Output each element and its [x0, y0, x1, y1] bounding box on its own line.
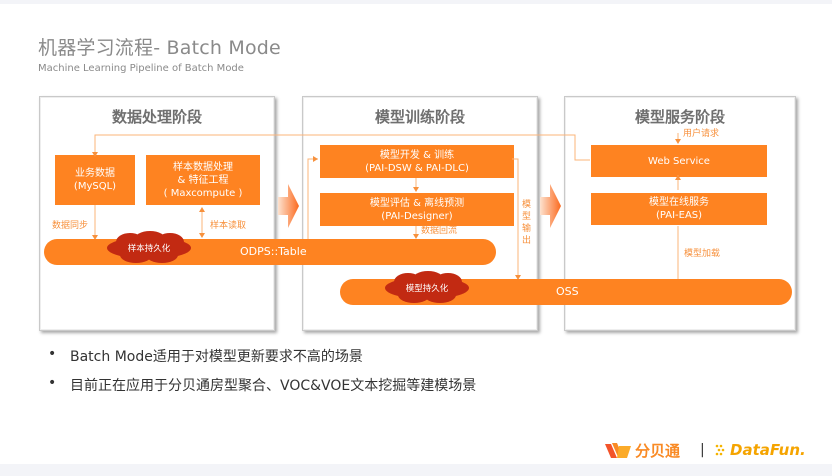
model-development-box: 模型开发 & 训练 (PAI-DSW & PAI-DLC)	[320, 145, 514, 178]
model-output-char: 型	[522, 212, 532, 222]
box-line: (PAI-EAS)	[655, 210, 703, 221]
stage-title: 模型服务阶段	[634, 108, 725, 126]
model-output-char: 出	[522, 236, 532, 246]
stage-title: 模型训练阶段	[374, 108, 465, 126]
box-line: 模型开发 & 训练	[379, 149, 455, 161]
business-data-box: 业务数据 (MySQL)	[55, 155, 135, 205]
box-line: Web Service	[648, 155, 710, 167]
model-output-char: 输	[522, 224, 532, 234]
sample-read-label: 样本读取	[210, 221, 247, 231]
box-line: (PAI-Designer)	[381, 210, 453, 222]
model-evaluation-box: 模型评估 & 离线预测 (PAI-Designer)	[320, 193, 514, 226]
sample-persistence-label: 样本持久化	[127, 244, 171, 254]
bullet-text: Batch Mode适用于对模型更新要求不高的场景	[70, 349, 363, 365]
model-persistence-cloud: 模型持久化	[378, 271, 476, 305]
box-line: (MySQL)	[73, 181, 117, 192]
cloud-icon	[107, 231, 191, 263]
feature-engineering-box: 样本数据处理 & 特征工程 ( Maxcompute )	[146, 155, 260, 205]
box-line: & 特征工程	[177, 174, 229, 186]
page-subtitle: Machine Learning Pipeline of Batch Mode	[38, 63, 244, 74]
web-service-box: Web Service	[591, 145, 767, 177]
bullet-icon: •	[48, 346, 57, 362]
stage-data-processing-panel: 数据处理阶段 业务数据 (MySQL) 样本数据处理 & 特征工程 ( Maxc…	[39, 96, 275, 331]
oss-label: OSS	[556, 285, 579, 298]
box-line: (PAI-DSW & PAI-DLC)	[365, 162, 469, 174]
box-line: 模型评估 & 离线预测	[369, 197, 465, 209]
fenbeitong-logo-text: 分贝通	[635, 441, 681, 460]
box-line: 业务数据	[75, 168, 115, 179]
box-line: 样本数据处理	[173, 161, 233, 173]
box-line: 模型在线服务	[649, 197, 709, 208]
user-request-label: 用户请求	[683, 129, 720, 139]
model-load-label: 模型加载	[684, 249, 721, 259]
data-backflow-label: 数据回流	[421, 226, 458, 236]
cloud-icon	[385, 271, 469, 303]
data-sync-label: 数据同步	[52, 221, 89, 231]
page-title: 机器学习流程- Batch Mode	[38, 37, 281, 59]
box-line: ( Maxcompute )	[163, 187, 243, 199]
stage-title: 数据处理阶段	[111, 108, 202, 126]
bullet-text: 目前正在应用于分贝通房型聚合、VOC&VOE文本挖掘等建模场景	[70, 378, 477, 394]
logo-separator: |	[700, 442, 705, 458]
datafun-logo: DataFun.	[714, 438, 806, 462]
bullet-icon: •	[48, 375, 57, 391]
datafun-dots-icon	[715, 444, 725, 456]
online-model-service-box: 模型在线服务 (PAI-EAS)	[591, 193, 767, 225]
fenbeitong-logo-icon	[605, 443, 631, 458]
odps-table-label: ODPS::Table	[240, 245, 307, 258]
model-persistence-label: 模型持久化	[405, 284, 449, 294]
datafun-logo-text: DataFun.	[730, 441, 806, 459]
model-output-char: 模	[522, 200, 532, 210]
model-output-label: 模 型 输 出	[522, 199, 532, 247]
fenbeitong-logo: 分贝通	[603, 438, 680, 462]
sample-persistence-cloud: 样本持久化	[100, 231, 198, 265]
